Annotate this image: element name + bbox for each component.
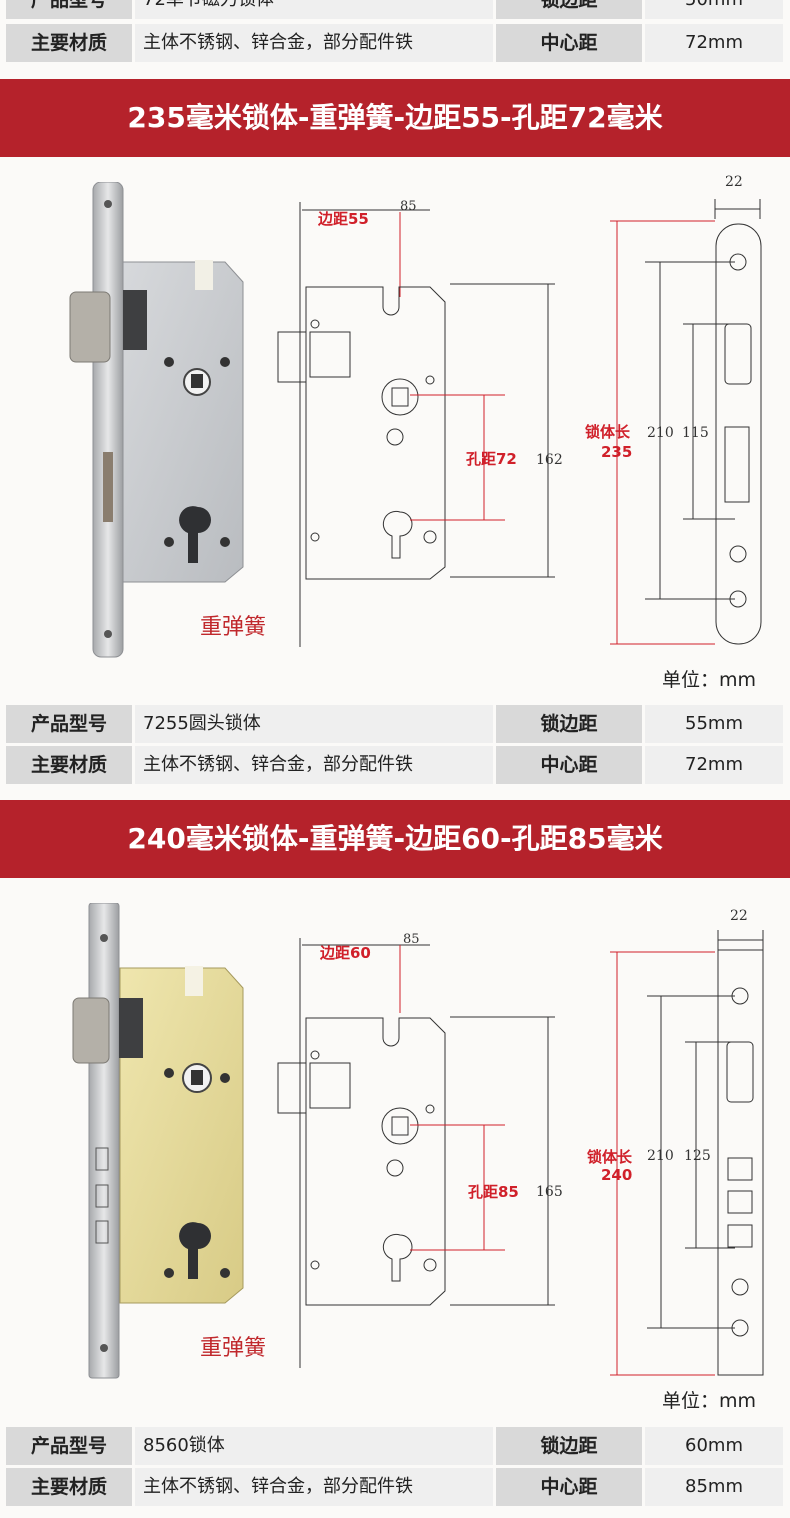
- spec-value: 主体不锈钢、锌合金，部分配件铁: [135, 1468, 493, 1506]
- spring-label: 重弹簧: [200, 615, 267, 640]
- spec-label: 锁边距: [496, 0, 642, 19]
- dim-outer-holes: 210: [647, 1148, 674, 1164]
- spec-value: 72单节磁力锁体: [135, 0, 493, 19]
- unit-label: 单位：mm: [662, 669, 757, 691]
- spec-label: 中心距: [496, 746, 642, 784]
- dim-side-width: 22: [730, 908, 748, 924]
- dimension-drawing-side: 22 锁体长 240 210 125: [587, 908, 764, 1376]
- dim-body-height: 165: [536, 1184, 563, 1200]
- dim-hole-distance: 孔距85: [468, 1183, 519, 1201]
- spec-label: 锁边距: [496, 1427, 642, 1465]
- dim-inner-holes: 115: [682, 425, 709, 441]
- dim-top-width: 85: [403, 932, 420, 947]
- dim-total-length: 240: [601, 1166, 632, 1184]
- dim-top-width: 85: [400, 199, 417, 214]
- section-title-banner: 235毫米锁体-重弹簧-边距55-孔距72毫米: [0, 79, 790, 157]
- spec-row-material-top: 主要材质 主体不锈钢、锌合金，部分配件铁 中心距 72mm: [0, 24, 790, 64]
- unit-label: 单位：mm: [662, 1390, 757, 1412]
- dimension-drawing-front: 85 边距60 孔距85 165: [277, 932, 563, 1368]
- dim-side-width: 22: [725, 174, 743, 190]
- spec-label: 产品型号: [6, 0, 132, 19]
- dim-inner-holes: 125: [684, 1148, 711, 1164]
- dim-backset: 边距55: [317, 210, 369, 228]
- section-title-banner: 240毫米锁体-重弹簧-边距60-孔距85毫米: [0, 800, 790, 878]
- spec-value: 8560锁体: [135, 1427, 493, 1465]
- spec-value: 主体不锈钢、锌合金，部分配件铁: [135, 746, 493, 784]
- spec-label: 主要材质: [6, 1468, 132, 1506]
- product-section-235: 重弹簧 85 边距55 孔距72 162 22 锁体长 235: [0, 157, 790, 697]
- spec-value: 主体不锈钢、锌合金，部分配件铁: [135, 24, 493, 62]
- spec-value: 85mm: [645, 1468, 783, 1506]
- spec-label: 中心距: [496, 24, 642, 62]
- spec-value: 50mm: [645, 0, 783, 19]
- spec-row-model-top: 产品型号 72单节磁力锁体 锁边距 50mm: [0, 0, 790, 21]
- spec-label: 产品型号: [6, 705, 132, 743]
- lock-body-photo: [69, 182, 244, 658]
- spec-value: 55mm: [645, 705, 783, 743]
- spec-row-model: 产品型号 8560锁体 锁边距 60mm: [0, 1427, 790, 1467]
- dim-hole-distance: 孔距72: [466, 450, 517, 468]
- dimension-drawing-front: 85 边距55 孔距72 162: [277, 199, 563, 647]
- spec-label: 产品型号: [6, 1427, 132, 1465]
- dim-total-label: 锁体长: [585, 423, 631, 441]
- dimension-drawing-side: 22 锁体长 235 210 115: [585, 174, 762, 645]
- spec-label: 主要材质: [6, 24, 132, 62]
- dim-outer-holes: 210: [647, 425, 674, 441]
- spec-value: 7255圆头锁体: [135, 705, 493, 743]
- spec-value: 60mm: [645, 1427, 783, 1465]
- spec-row-material: 主要材质 主体不锈钢、锌合金，部分配件铁 中心距 72mm: [0, 746, 790, 786]
- spec-value: 72mm: [645, 24, 783, 62]
- dim-body-height: 162: [536, 452, 563, 468]
- product-section-240: 重弹簧 85 边距60 孔距85 165 22 锁体长 240: [0, 878, 790, 1418]
- spec-row-model: 产品型号 7255圆头锁体 锁边距 55mm: [0, 705, 790, 745]
- dim-total-label: 锁体长: [587, 1148, 633, 1166]
- spring-label: 重弹簧: [200, 1336, 267, 1361]
- dim-total-length: 235: [601, 443, 632, 461]
- dim-backset: 边距60: [319, 944, 371, 962]
- spec-row-material: 主要材质 主体不锈钢、锌合金，部分配件铁 中心距 85mm: [0, 1468, 790, 1508]
- spec-label: 主要材质: [6, 746, 132, 784]
- lock-body-photo: [72, 903, 244, 1379]
- spec-value: 72mm: [645, 746, 783, 784]
- spec-label: 锁边距: [496, 705, 642, 743]
- spec-label: 中心距: [496, 1468, 642, 1506]
